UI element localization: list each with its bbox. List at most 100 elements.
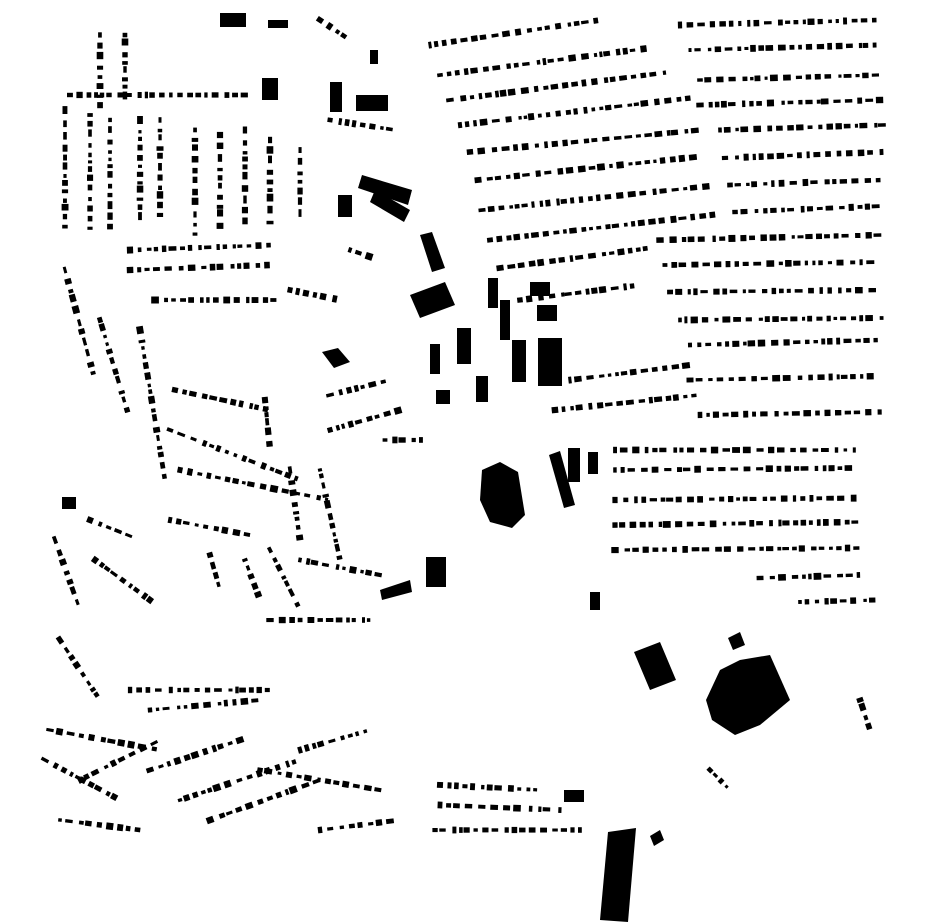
building	[217, 175, 223, 181]
building	[322, 348, 350, 368]
building	[640, 99, 649, 107]
building	[620, 466, 625, 473]
building	[63, 154, 67, 161]
building	[565, 166, 574, 174]
building	[599, 106, 604, 111]
building	[40, 756, 50, 764]
building	[873, 233, 882, 237]
building	[858, 702, 867, 712]
building	[261, 396, 269, 404]
building	[286, 286, 294, 294]
building	[296, 774, 302, 779]
building	[802, 19, 806, 25]
building	[87, 120, 93, 127]
building	[291, 501, 299, 508]
building	[612, 522, 618, 528]
building	[66, 578, 74, 586]
building	[801, 316, 806, 321]
building	[671, 187, 679, 192]
building	[77, 327, 86, 335]
building	[607, 373, 612, 377]
building	[552, 828, 558, 832]
building	[61, 189, 69, 194]
building	[363, 784, 372, 792]
building	[682, 545, 688, 553]
building	[68, 293, 77, 303]
building	[513, 804, 521, 812]
building	[769, 575, 775, 580]
building	[213, 525, 220, 532]
building	[182, 794, 191, 802]
building	[244, 801, 254, 810]
building	[262, 78, 278, 100]
building	[569, 227, 577, 234]
building	[192, 144, 198, 151]
building	[802, 178, 809, 187]
building	[287, 588, 295, 597]
building	[727, 101, 736, 107]
building	[462, 784, 468, 789]
building	[671, 546, 677, 553]
building	[639, 521, 646, 528]
building	[794, 289, 803, 293]
building	[789, 180, 797, 185]
building	[452, 803, 460, 809]
building	[345, 386, 353, 394]
building	[454, 69, 460, 76]
building	[774, 410, 779, 417]
building	[742, 446, 751, 454]
building	[233, 297, 240, 303]
building	[109, 570, 118, 578]
building	[785, 20, 791, 24]
building	[721, 155, 729, 161]
building	[446, 71, 452, 77]
building	[188, 390, 197, 398]
building	[712, 411, 720, 418]
building	[190, 436, 197, 442]
building	[97, 102, 103, 109]
building	[266, 440, 273, 447]
building	[447, 782, 452, 789]
building	[251, 698, 259, 703]
building	[866, 260, 875, 265]
building	[203, 701, 212, 709]
building	[538, 338, 562, 386]
building	[742, 100, 746, 108]
building	[188, 297, 194, 303]
building	[783, 339, 790, 346]
building	[580, 20, 589, 25]
building	[487, 205, 495, 213]
building	[209, 263, 216, 271]
building	[216, 581, 221, 588]
building	[824, 598, 829, 605]
building	[90, 768, 100, 777]
building	[473, 828, 478, 832]
building	[187, 92, 193, 98]
building	[245, 565, 251, 571]
building	[117, 739, 126, 747]
building	[97, 75, 103, 79]
building	[709, 497, 715, 501]
building	[691, 261, 699, 268]
building	[516, 297, 524, 303]
building	[806, 151, 810, 159]
building	[87, 226, 93, 230]
building	[593, 52, 598, 58]
building	[735, 127, 739, 132]
building	[275, 791, 283, 799]
building	[742, 289, 746, 294]
building	[548, 257, 557, 265]
building	[270, 298, 277, 302]
building	[776, 152, 785, 159]
building	[735, 155, 739, 160]
building	[778, 261, 783, 266]
building	[591, 107, 596, 112]
building	[542, 807, 551, 812]
building	[609, 163, 613, 169]
building	[558, 256, 566, 263]
building	[513, 233, 521, 241]
building	[740, 234, 747, 242]
building	[777, 44, 786, 51]
building	[770, 207, 777, 214]
building	[124, 532, 133, 539]
